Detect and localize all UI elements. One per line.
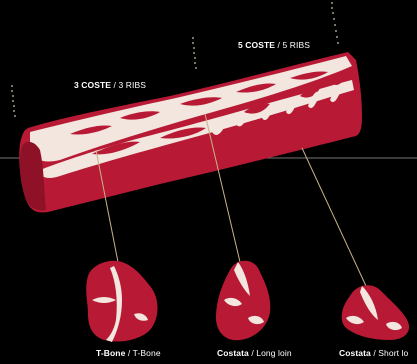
label-long-loin-sub: Long loin [256,348,291,358]
label-long-loin-name: Costata [217,348,249,358]
label-short-loin: Costata / Short lo [339,348,408,358]
label-t-bone-sub: T-Bone [133,348,161,358]
label-t-bone: T-Bone / T-Bone [96,348,161,358]
label-3-ribs-sub: 3 RIBS [118,80,146,90]
dotted-guide-left [11,85,16,117]
label-3-ribs-bold: 3 COSTE [74,80,111,90]
label-t-bone-separator: / [125,348,132,358]
label-5-ribs-bold: 5 COSTE [238,40,275,50]
short-loin-steak-icon [342,285,409,340]
label-short-loin-name: Costata [339,348,371,358]
label-t-bone-name: T-Bone [96,348,125,358]
dotted-guide-right [331,2,339,44]
t-bone-steak-icon [86,261,157,342]
label-short-loin-sub: Short lo [378,348,408,358]
label-long-loin: Costata / Long loin [217,348,292,358]
long-loin-steak-icon [216,261,270,341]
label-5-ribs: 5 COSTE / 5 RIBS [238,40,310,50]
label-5-ribs-sub: 5 RIBS [282,40,310,50]
label-3-ribs: 3 COSTE / 3 RIBS [74,80,146,90]
dotted-guide-middle [192,37,197,69]
loin-illustration [19,52,362,213]
pointer-short-loin [302,148,366,286]
